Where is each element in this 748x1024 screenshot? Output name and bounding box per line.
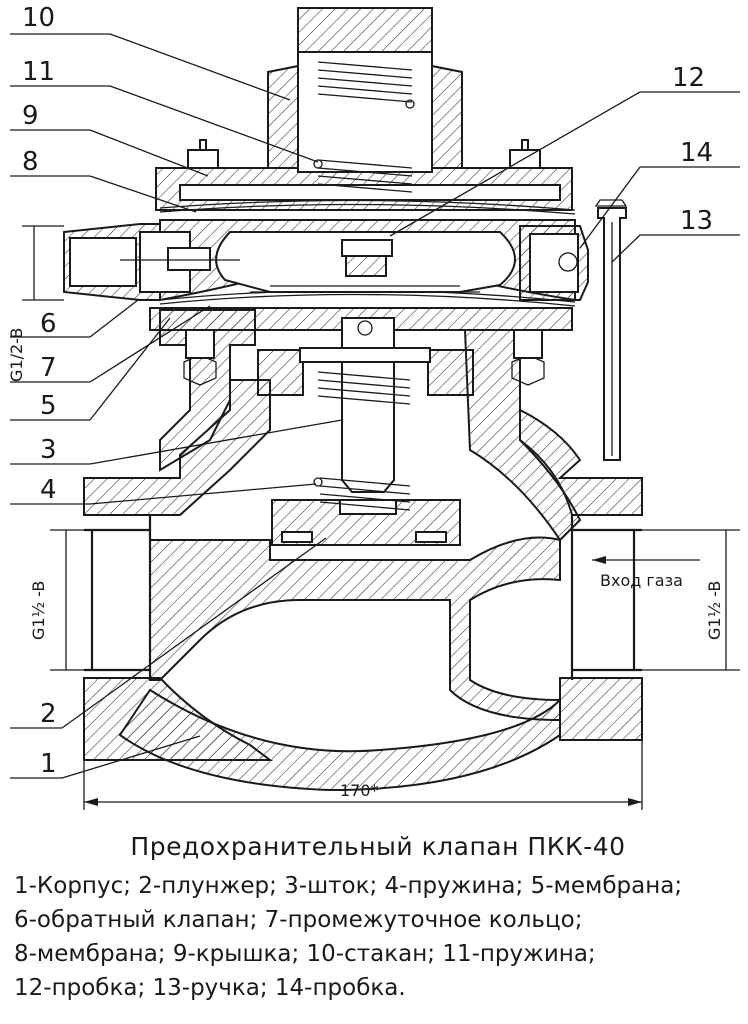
- figure-caption: Предохранительный клапан ПКК-40 1-Корпус…: [14, 832, 742, 1005]
- label-3: 3: [40, 435, 57, 465]
- label-12: 12: [672, 63, 705, 93]
- label-9: 9: [22, 101, 39, 131]
- valve-body: [83, 307, 643, 792]
- label-6: 6: [40, 309, 57, 339]
- label-1: 1: [40, 749, 57, 779]
- caption-title: Предохранительный клапан ПКК-40: [130, 832, 626, 861]
- valve-cross-section-drawing: 10 11 9 8 6 7 5 3 4 2 1 12: [7, 3, 740, 810]
- label-13: 13: [680, 206, 713, 236]
- label-4: 4: [40, 475, 57, 505]
- label-5: 5: [40, 391, 57, 421]
- label-10: 10: [22, 3, 55, 33]
- handle-and-plug: [519, 199, 628, 461]
- label-8: 8: [22, 147, 39, 177]
- thread-right-label: G1½ -B: [705, 581, 724, 640]
- label-2: 2: [40, 699, 57, 729]
- label-14: 14: [680, 138, 713, 168]
- check-valve: [63, 223, 240, 301]
- dimension-lines: G1/2-B G1½ -B G1½ -B Вход газа 170*: [7, 225, 740, 810]
- legend-line: 12-пробка; 13-ручка; 14-пробка.: [14, 975, 406, 1001]
- thread-left-label: G1½ -B: [29, 581, 48, 640]
- plunger-assembly: [183, 317, 545, 546]
- membrane-chamber: [159, 199, 576, 307]
- cover-assembly: [155, 7, 573, 211]
- label-11: 11: [22, 57, 55, 87]
- part-labels: 10 11 9 8 6 7 5 3 4 2 1 12: [10, 3, 740, 779]
- inlet-label: Вход газа: [600, 571, 683, 590]
- legend-line: 1-Корпус; 2-плунжер; 3-шток; 4-пружина; …: [14, 873, 683, 899]
- legend-line: 6-обратный клапан; 7-промежуточное кольц…: [14, 907, 583, 933]
- legend-line: 8-мембрана; 9-крышка; 10-стакан; 11-пруж…: [14, 941, 596, 967]
- thread-top-label: G1/2-B: [7, 328, 26, 382]
- length-dimension-label: 170*: [340, 781, 379, 800]
- label-7: 7: [40, 353, 57, 383]
